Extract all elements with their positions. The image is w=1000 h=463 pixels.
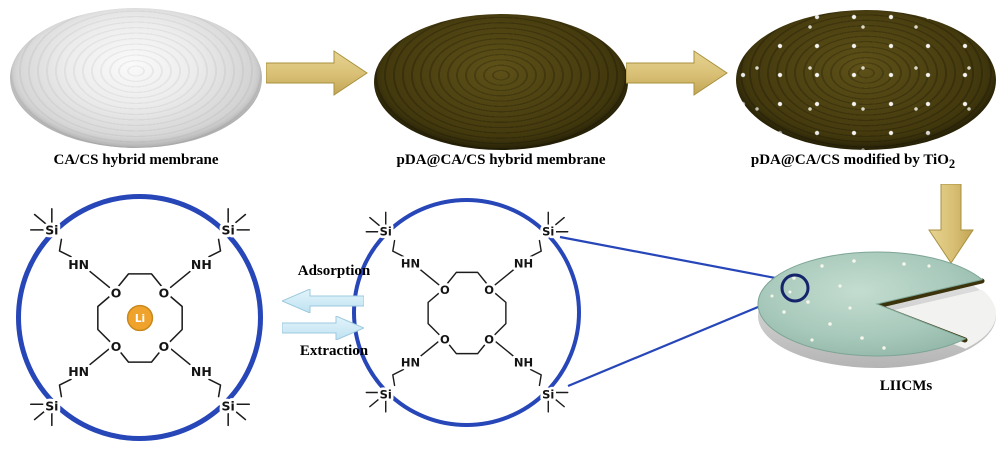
- li-complex-structure: Li: [25, 203, 255, 433]
- membrane1-caption: CA/CS hybrid membrane: [53, 152, 219, 168]
- tio2-dots: [770, 259, 931, 350]
- li-ion-label: Li: [134, 312, 144, 324]
- process-arrow-right-icon: [626, 50, 728, 96]
- membrane2-caption: pDA@CA/CS hybrid membrane: [396, 152, 606, 168]
- extraction-arrow-right-icon: [282, 316, 364, 340]
- zoom-circle-li-complex: Li: [16, 194, 263, 441]
- process-arrow-down-icon: [928, 184, 974, 264]
- liicms-caption: LIICMs: [879, 378, 933, 394]
- extraction-label: Extraction: [299, 343, 369, 359]
- membrane3-caption-main: pDA@CA/CS modified by TiO: [750, 152, 949, 168]
- adsorption-label: Adsorption: [297, 263, 371, 279]
- cacs-membrane-disc: [10, 8, 262, 148]
- membrane3-caption: pDA@CA/CS modified by TiO2: [706, 152, 1000, 172]
- adsorption-arrow-left-icon: [282, 289, 364, 313]
- liicms-disc: [757, 251, 997, 368]
- wedge-cut-floor: [877, 289, 997, 349]
- membrane3-caption-sub: 2: [948, 157, 956, 171]
- teal-top-surface: [757, 251, 984, 357]
- process-arrow-right-icon: [266, 50, 368, 96]
- zoom-circle-free-ligand: [352, 198, 581, 427]
- free-ligand-structure: [361, 207, 573, 419]
- zoom-source-circle: [780, 273, 810, 303]
- pda-cacs-tio2-membrane-disc: [736, 10, 996, 150]
- pda-cacs-membrane-disc: [374, 14, 628, 150]
- li-ion-badge: [126, 304, 153, 331]
